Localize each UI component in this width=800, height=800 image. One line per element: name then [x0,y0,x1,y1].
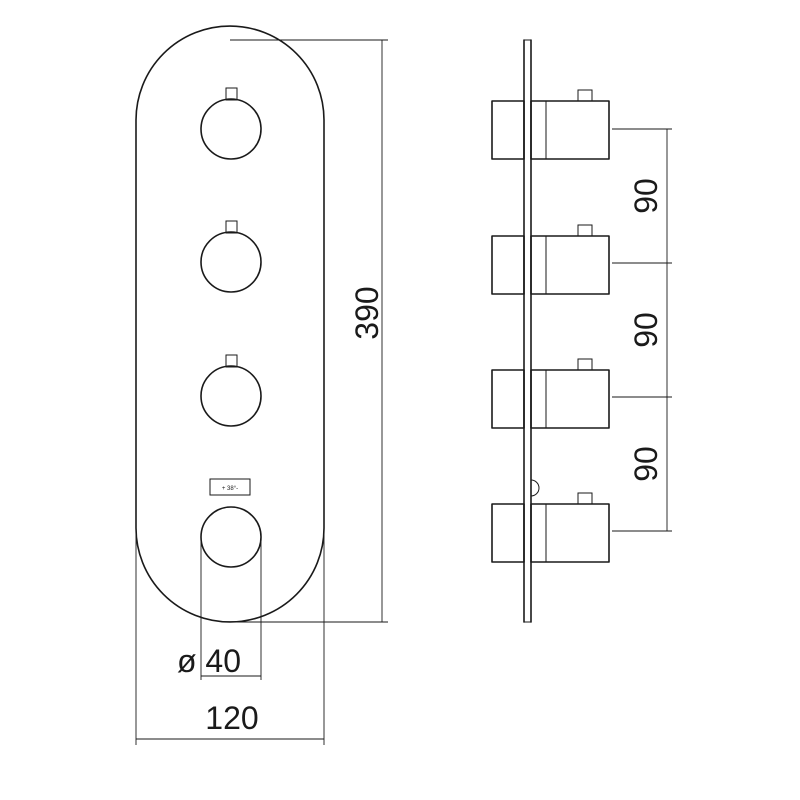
thermostat-badge-text: + 38°- [222,486,238,492]
width-dimension: 120 [135,528,325,745]
thermostat-badge-frame [209,478,251,496]
side-view: 90 90 90 [491,39,672,623]
height-dimension-label: 390 [349,286,385,339]
side-knob-2 [491,224,610,295]
front-knob-1 [200,87,262,160]
spacing-label-2: 90 [628,312,664,348]
diameter-dimension: ø 40 [177,537,262,680]
diameter-dimension-label: ø 40 [177,643,241,679]
side-knob-1 [491,89,610,160]
front-knob-4: + 38°- [200,478,262,568]
side-knob-3 [491,358,610,429]
spacing-label-3: 90 [628,446,664,482]
faceplate-outline [135,25,325,623]
front-knob-2 [200,220,262,293]
front-view: + 38°- 390 ø 40 120 [135,25,388,745]
width-dimension-label: 120 [205,700,258,736]
front-knob-3 [200,354,262,427]
spacing-dimensions: 90 90 90 [612,128,672,532]
height-dimension: 390 [230,39,388,623]
spacing-label-1: 90 [628,178,664,214]
side-knob-4 [491,492,610,563]
